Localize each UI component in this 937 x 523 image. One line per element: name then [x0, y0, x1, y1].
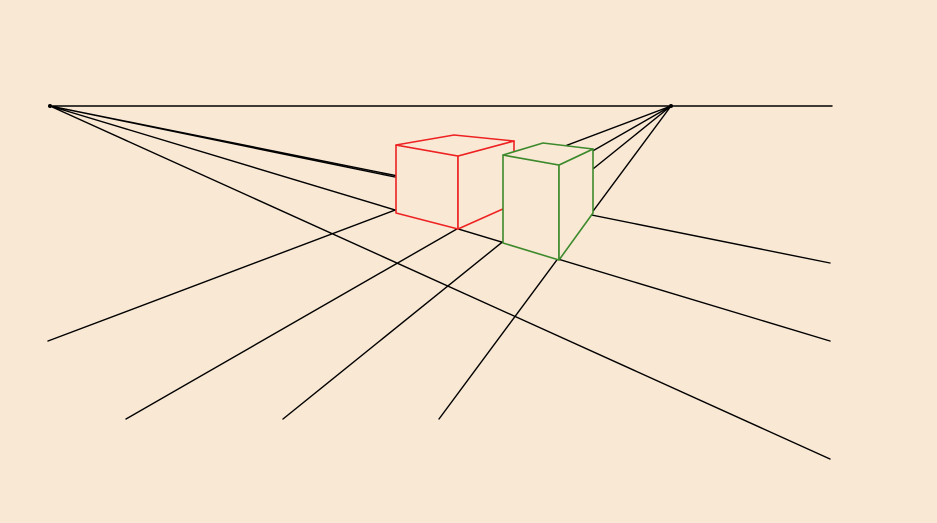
right-vp-ray — [282, 105, 672, 420]
red-box — [395, 134, 515, 230]
red-box-top-face — [395, 134, 515, 157]
right-vanishing-point — [669, 104, 673, 108]
vanishing-points — [48, 104, 673, 108]
green-box-left-face — [502, 154, 560, 261]
green-box-top-face — [502, 142, 594, 166]
left-vanishing-point — [48, 104, 52, 108]
left-vp-ray — [49, 105, 831, 460]
right-vp-ray — [438, 105, 672, 420]
green-box — [502, 142, 594, 261]
